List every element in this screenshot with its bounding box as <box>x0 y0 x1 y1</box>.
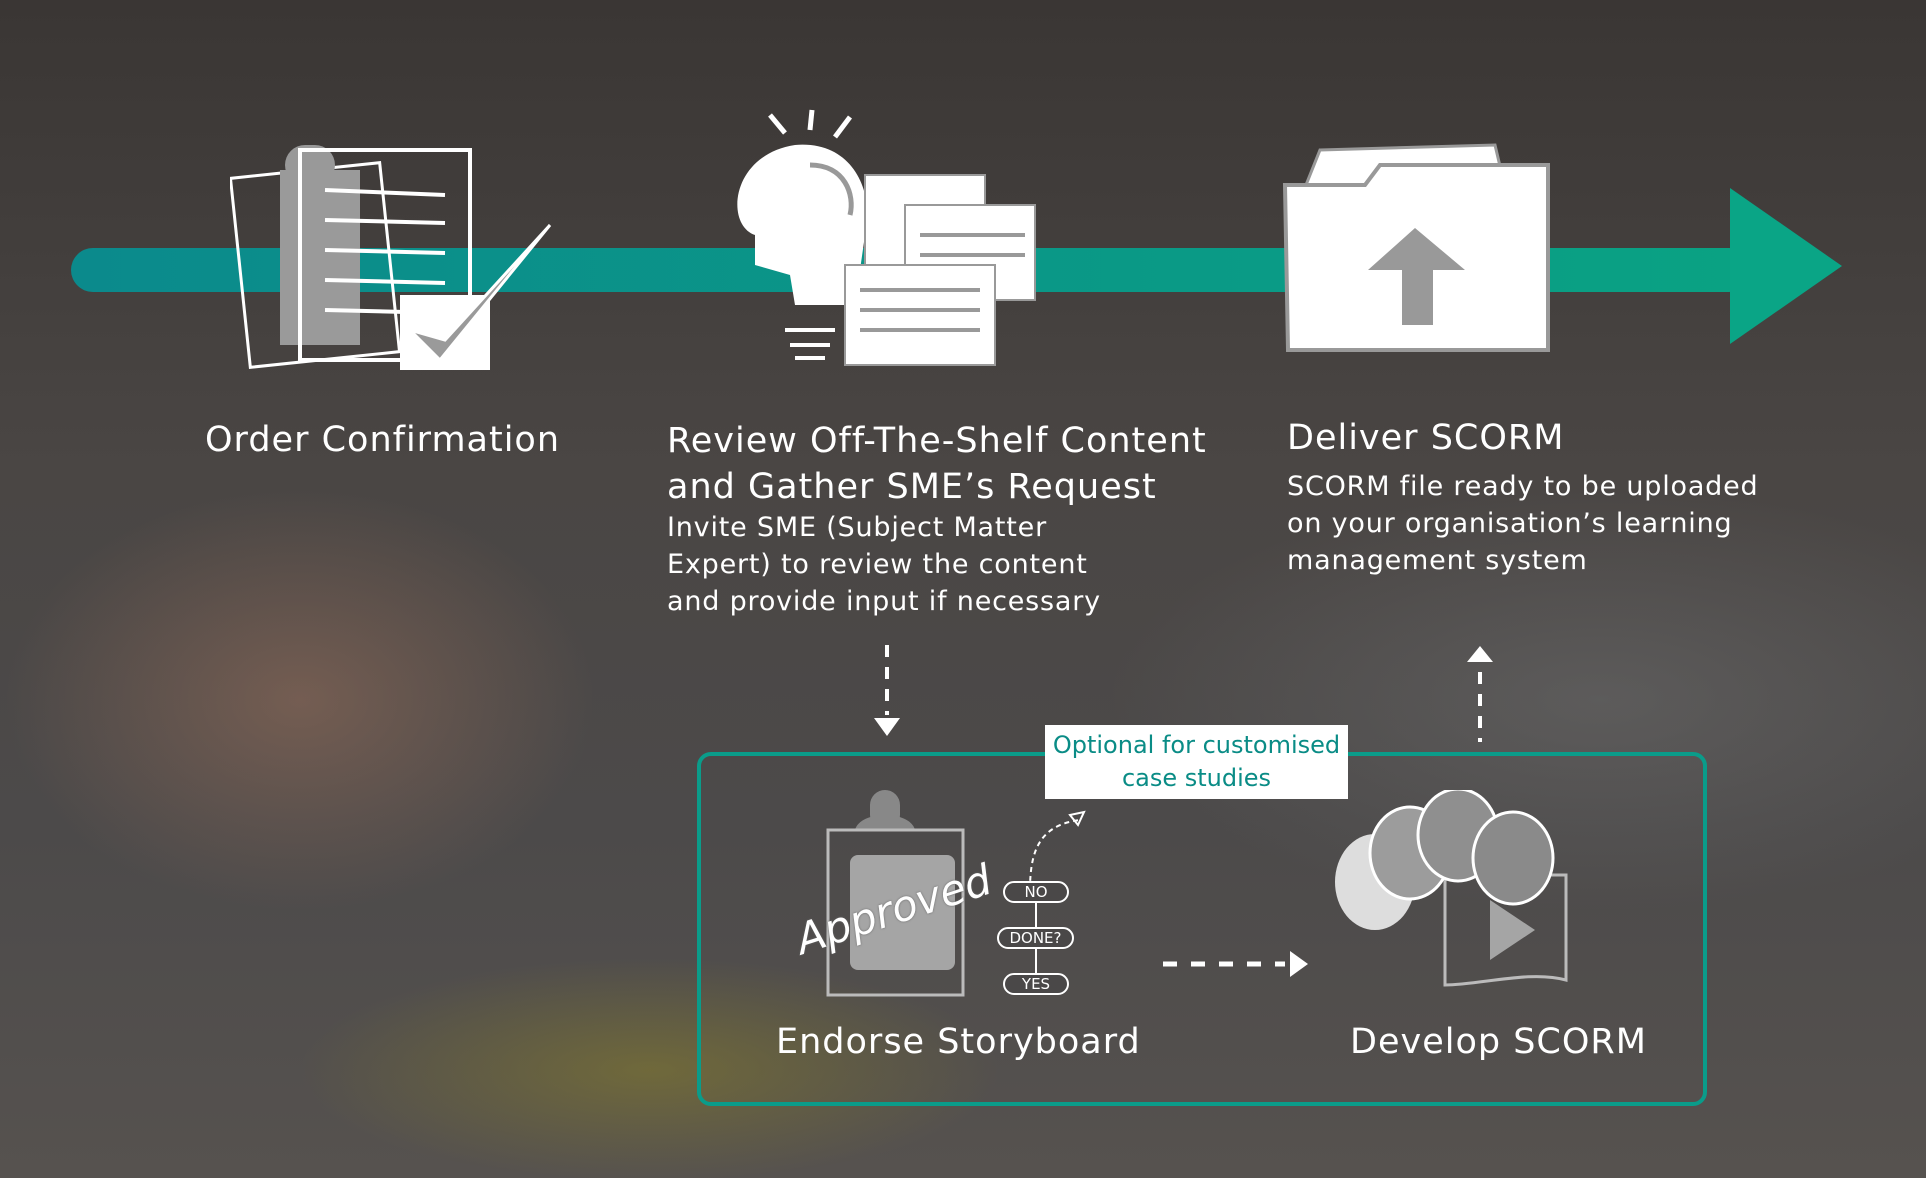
media-video-icon <box>1335 790 1568 987</box>
approved-document-icon <box>826 790 1086 997</box>
desc-line: on your organisation’s learning <box>1287 508 1733 539</box>
up-arrow-icon <box>1467 646 1493 742</box>
flow-yes: YES <box>1003 973 1069 995</box>
down-arrow-icon <box>874 645 900 736</box>
step-deliver-title: Deliver SCORM <box>1287 418 1565 458</box>
optional-label: Optional for customised case studies <box>1045 725 1348 799</box>
folder-upload-icon <box>1282 143 1550 352</box>
desc-line: SCORM file ready to be uploaded <box>1287 471 1759 502</box>
label-line: case studies <box>1121 764 1272 792</box>
develop-scorm-title: Develop SCORM <box>1350 1022 1647 1062</box>
step-review-description: Invite SME (Subject Matter Expert) to re… <box>667 509 1101 620</box>
title-line: Review Off-The-Shelf Content <box>667 421 1207 461</box>
document-check-icon <box>230 145 552 370</box>
flow-no: NO <box>1003 881 1069 903</box>
desc-line: management system <box>1287 545 1588 576</box>
title-line: and Gather SME’s Request <box>667 467 1157 507</box>
endorse-storyboard-title: Endorse Storyboard <box>776 1022 1141 1062</box>
flow-done: DONE? <box>997 927 1074 949</box>
step-order-confirmation-title: Order Confirmation <box>205 420 561 460</box>
desc-line: Invite SME (Subject Matter <box>667 512 1047 543</box>
idea-folders-icon <box>737 109 1036 366</box>
step-review-title: Review Off-The-Shelf Content and Gather … <box>667 418 1207 510</box>
desc-line: and provide input if necessary <box>667 586 1101 617</box>
timeline-arrow-icon <box>1730 188 1842 344</box>
step-deliver-description: SCORM file ready to be uploaded on your … <box>1287 468 1758 579</box>
dashed-right-arrow-icon <box>1163 951 1308 977</box>
label-line: Optional for customised <box>1052 731 1341 759</box>
desc-line: Expert) to review the content <box>667 549 1088 580</box>
